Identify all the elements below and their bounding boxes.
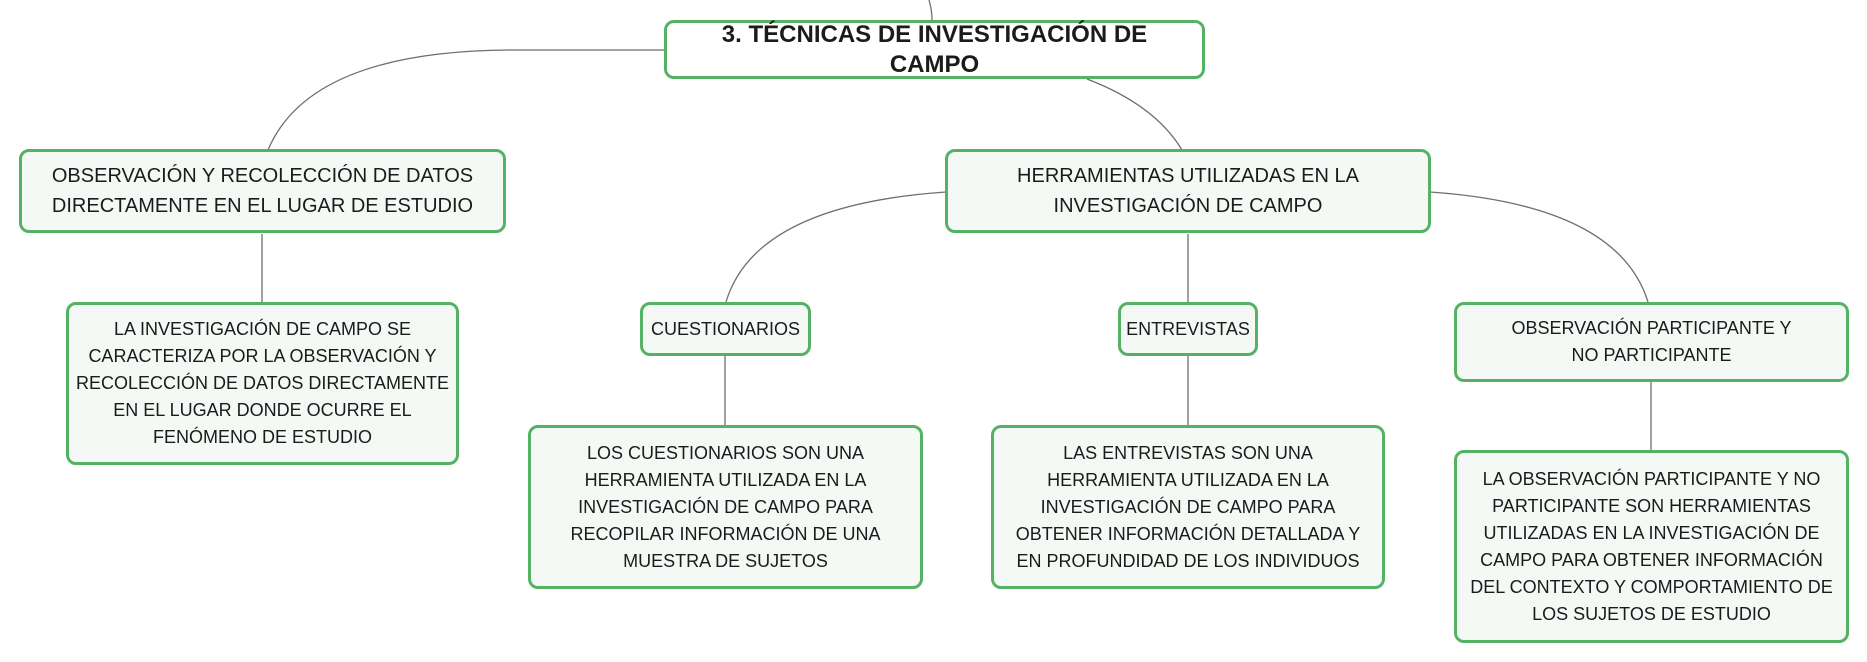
connector-root-to-observacion bbox=[267, 49, 664, 151]
observacion-detail-node[interactable]: LA INVESTIGACIÓN DE CAMPO SE CARACTERIZA… bbox=[66, 302, 459, 465]
participante-node[interactable]: OBSERVACIÓN PARTICIPANTE Y NO PARTICIPAN… bbox=[1454, 302, 1849, 382]
cuestionarios-node-label: CUESTIONARIOS bbox=[650, 318, 801, 339]
participante-detail-node[interactable]: LA OBSERVACIÓN PARTICIPANTE Y NO PARTICI… bbox=[1454, 450, 1849, 643]
connector-root-to-herramientas bbox=[1086, 78, 1183, 151]
participante-node-label: OBSERVACIÓN PARTICIPANTE Y NO PARTICIPAN… bbox=[1511, 318, 1792, 365]
herramientas-node[interactable]: HERRAMIENTAS UTILIZADAS EN LA INVESTIGAC… bbox=[945, 149, 1431, 233]
herramientas-node-label: HERRAMIENTAS UTILIZADAS EN LA INVESTIGAC… bbox=[1017, 165, 1359, 217]
entrevistas-detail-node[interactable]: LAS ENTREVISTAS SON UNA HERRAMIENTA UTIL… bbox=[991, 425, 1385, 589]
entrevistas-node[interactable]: ENTREVISTAS bbox=[1118, 302, 1258, 356]
entrevistas-node-label: ENTREVISTAS bbox=[1126, 318, 1250, 339]
cuestionarios-detail-node[interactable]: LOS CUESTIONARIOS SON UNA HERRAMIENTA UT… bbox=[528, 425, 923, 589]
root-node[interactable]: 3. TÉCNICAS DE INVESTIGACIÓN DE CAMPO bbox=[664, 20, 1205, 79]
root-node-label: 3. TÉCNICAS DE INVESTIGACIÓN DE CAMPO bbox=[721, 20, 1148, 78]
observacion-detail-text: LA INVESTIGACIÓN DE CAMPO SE CARACTERIZA… bbox=[75, 319, 450, 447]
observacion-node[interactable]: OBSERVACIÓN Y RECOLECCIÓN DE DATOS DIREC… bbox=[19, 149, 506, 233]
connector-herramientas-to-cuestionarios bbox=[725, 191, 947, 303]
entrevistas-detail-text: LAS ENTREVISTAS SON UNA HERRAMIENTA UTIL… bbox=[1015, 442, 1361, 571]
observacion-node-label: OBSERVACIÓN Y RECOLECCIÓN DE DATOS DIREC… bbox=[51, 165, 474, 217]
cuestionarios-node[interactable]: CUESTIONARIOS bbox=[640, 302, 811, 356]
connector-parent-to-root bbox=[928, 0, 933, 21]
participante-detail-text: LA OBSERVACIÓN PARTICIPANTE Y NO PARTICI… bbox=[1470, 468, 1833, 624]
connector-herramientas-to-participante bbox=[1429, 191, 1649, 303]
cuestionarios-detail-text: LOS CUESTIONARIOS SON UNA HERRAMIENTA UT… bbox=[570, 442, 881, 571]
